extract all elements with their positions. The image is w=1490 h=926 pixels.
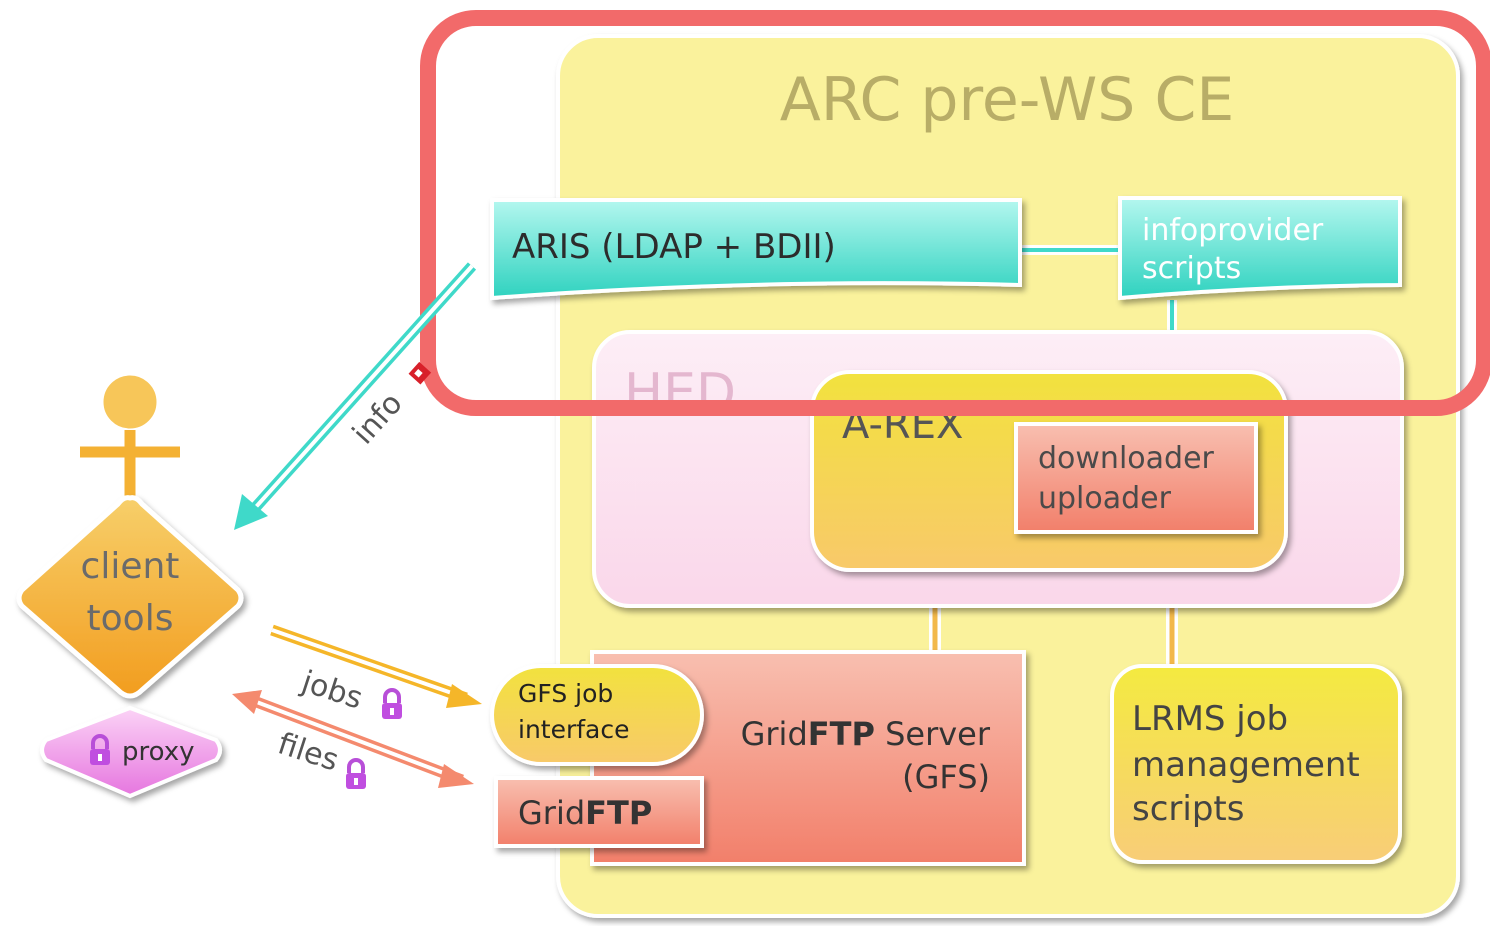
aris-label: ARIS (LDAP + BDII) [512, 227, 836, 267]
lrms-line3: scripts [1132, 789, 1244, 829]
files-arrow [232, 690, 474, 788]
proxy-badge [40, 705, 222, 799]
gfs-job-interface-box [490, 664, 704, 766]
info-arrow [234, 262, 477, 530]
client-tools-line1: client [81, 546, 180, 587]
infoprovider-line2: scripts [1142, 251, 1241, 286]
ce-title: ARC pre-WS CE [780, 65, 1235, 135]
lrms-line2: management [1132, 745, 1360, 785]
gridftp-label: GridFTP [518, 794, 652, 832]
jobs-arrow [270, 624, 482, 708]
client-tools-diamond [16, 495, 244, 699]
gridftp-server-line1: GridFTP Server [741, 715, 991, 753]
downloader-box [1014, 422, 1258, 534]
files-lock-icon [344, 758, 368, 791]
downloader-line1: downloader [1038, 441, 1215, 476]
highlight-frame [420, 10, 1490, 416]
client-tools-line2: tools [87, 598, 174, 639]
info-marker-icon [408, 361, 432, 385]
gfs-job-interface-line2: interface [518, 715, 630, 744]
jobs-arrow-label: jobs [297, 664, 367, 717]
lrms-box [1110, 664, 1402, 864]
gridftp-server-line2: (GFS) [902, 758, 990, 796]
lrms-line1: LRMS job [1132, 699, 1288, 739]
infoprovider-line1: infoprovider [1142, 213, 1324, 248]
aris-box [490, 198, 1022, 301]
gridftp-box [494, 776, 704, 848]
infoprovider-box [1118, 196, 1402, 301]
jobs-lock-icon [380, 688, 404, 721]
gfs-job-interface-line1: GFS job [518, 679, 613, 708]
proxy-label: proxy [122, 737, 195, 767]
downloader-line2: uploader [1038, 481, 1172, 516]
